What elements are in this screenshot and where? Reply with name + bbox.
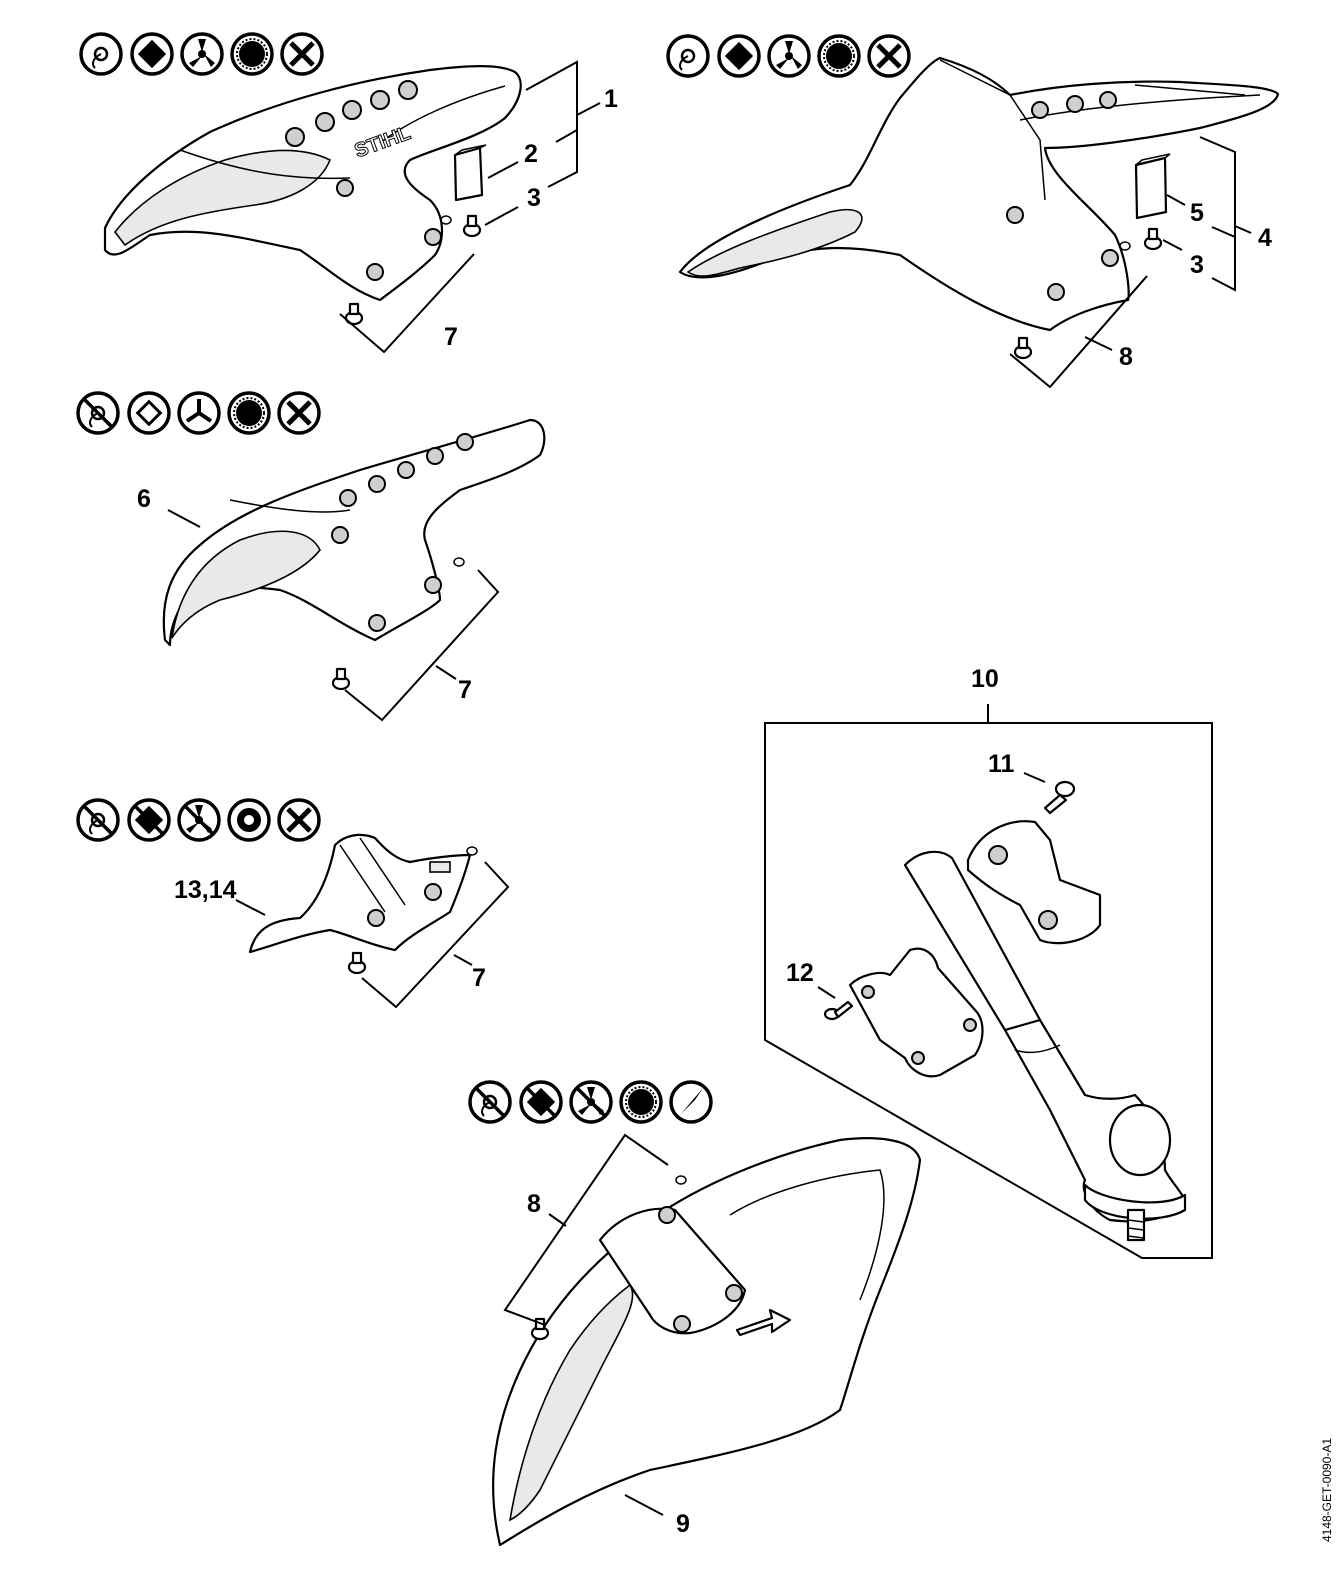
callout-1: 1 (604, 85, 618, 113)
screw-3b (1143, 227, 1163, 251)
grass-blade-icon (177, 798, 221, 842)
callout-5: 5 (1190, 199, 1204, 227)
callout-7a: 7 (444, 323, 458, 351)
screw-12 (823, 1000, 854, 1021)
kit-10-bracket (764, 722, 1213, 1259)
polycut-icon (127, 798, 171, 842)
grass-blade-icon (569, 1080, 613, 1124)
brush-knife-icon (619, 1080, 663, 1124)
brush-knife-icon (230, 32, 274, 76)
brush-knife-icon (227, 798, 271, 842)
brush-knife-icon (227, 391, 271, 435)
no-use-icon (277, 798, 321, 842)
reference-code: 4148-GET-0090-A1 (1316, 1405, 1338, 1575)
icon-row-guard-4 (666, 34, 911, 78)
deflector-guard-13-14 (248, 833, 472, 954)
callout-4: 4 (1258, 224, 1272, 252)
washer (453, 557, 465, 567)
icon-row-guard-6 (76, 391, 321, 435)
trimmer-head-icon (468, 1080, 512, 1124)
deflector-guard-9 (492, 1137, 922, 1547)
no-use-icon (277, 391, 321, 435)
callout-8b: 8 (527, 1190, 541, 1218)
reference-code-text: 4148-GET-0090-A1 (1320, 1437, 1334, 1543)
trimmer-head-icon (76, 798, 120, 842)
washer (440, 215, 452, 225)
grass-blade-icon (180, 32, 224, 76)
brush-knife-icon (817, 34, 861, 78)
callout-13-14: 13,14 (174, 876, 237, 904)
grass-blade-icon (767, 34, 811, 78)
polycut-icon (519, 1080, 563, 1124)
screw-11 (1043, 780, 1076, 815)
screw-7c (347, 951, 367, 975)
callout-3b: 3 (1190, 251, 1204, 279)
callout-3a: 3 (527, 184, 541, 212)
trimmer-head-icon (76, 391, 120, 435)
deflector-guard-6 (162, 418, 546, 647)
callout-2: 2 (524, 140, 538, 168)
rotation-arrow (735, 1308, 792, 1337)
callout-7c: 7 (472, 964, 486, 992)
icon-row-guard-9 (468, 1080, 713, 1124)
clip-2 (453, 144, 487, 202)
screw-8a (1013, 336, 1033, 360)
washer (466, 846, 478, 856)
polycut-icon (717, 34, 761, 78)
screw-7b (331, 667, 351, 691)
deflector-guard-1: STIHL (103, 65, 522, 302)
trimmer-head-icon (79, 32, 123, 76)
circular-saw-icon (669, 1080, 713, 1124)
screw-3a (462, 214, 482, 238)
clip-5 (1134, 153, 1171, 220)
clamp-kit-10 (848, 820, 1187, 1242)
no-use-icon (867, 34, 911, 78)
callout-6: 6 (137, 485, 151, 513)
icon-row-guard-1 (79, 32, 324, 76)
no-use-icon (280, 32, 324, 76)
grass-blade-icon (177, 391, 221, 435)
callout-7b: 7 (458, 676, 472, 704)
icon-row-guard-13 (76, 798, 321, 842)
washer (1119, 241, 1131, 251)
deflector-guard-4 (678, 56, 1280, 332)
callout-8a: 8 (1119, 343, 1133, 371)
washer (675, 1175, 687, 1185)
polycut-icon (130, 32, 174, 76)
callout-11: 11 (988, 750, 1015, 778)
polycut-icon (127, 391, 171, 435)
callout-9: 9 (676, 1510, 690, 1538)
callout-12: 12 (786, 959, 814, 987)
callout-10: 10 (971, 665, 999, 693)
trimmer-head-icon (666, 34, 710, 78)
